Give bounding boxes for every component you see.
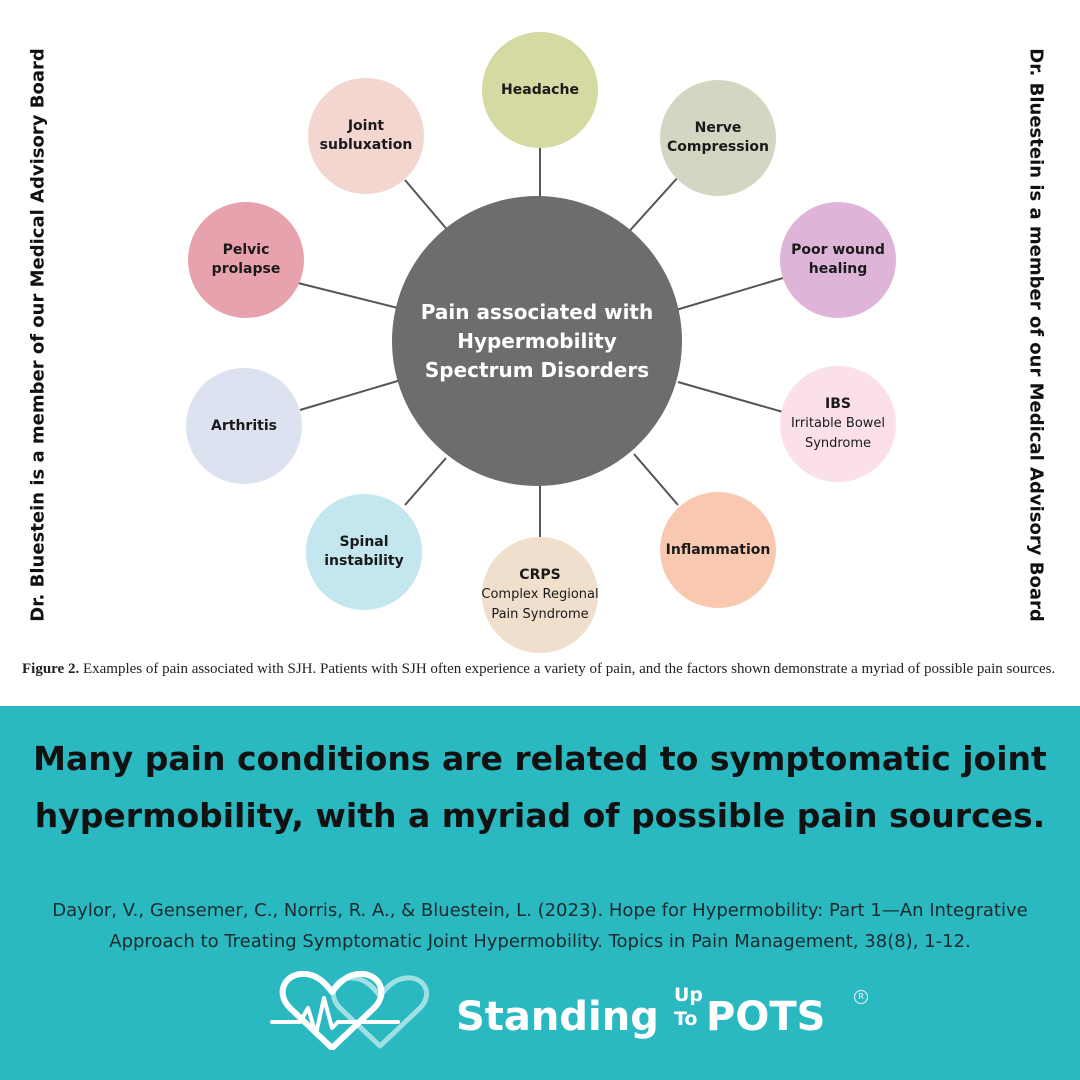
node-ibs: IBS Irritable Bowel Syndrome bbox=[780, 366, 896, 482]
registered-mark: R bbox=[854, 990, 868, 1004]
node-inflammation: Inflammation bbox=[660, 492, 776, 608]
node-poor-wound-healing: Poor wound healing bbox=[780, 202, 896, 318]
connector-arthritis bbox=[299, 379, 402, 411]
connector-spinal-instability bbox=[404, 457, 447, 506]
node-arthritis: Arthritis bbox=[186, 368, 302, 484]
citation: Daylor, V., Gensemer, C., Norris, R. A.,… bbox=[52, 900, 1028, 952]
connector-poor-wound-healing bbox=[675, 277, 784, 311]
node-crps: CRPS Complex Regional Pain Syndrome bbox=[481, 537, 599, 653]
node-headache: Headache bbox=[482, 32, 598, 148]
figure-caption: Figure 2. Examples of pain associated wi… bbox=[22, 661, 1056, 677]
node-nerve-compression: Nerve Compression bbox=[660, 80, 776, 196]
center-node: Pain associated with Hypermobility Spect… bbox=[392, 196, 682, 486]
heart-logo-icons bbox=[270, 970, 429, 1050]
node-spinal-instability: Spinal instability bbox=[306, 494, 422, 610]
connector-ibs bbox=[677, 381, 784, 413]
node-joint-subluxation: Joint subluxation bbox=[308, 78, 424, 194]
connector-inflammation bbox=[633, 453, 679, 506]
node-pelvic-prolapse: Pelvic prolapse bbox=[188, 202, 304, 318]
heart-pulse-icon bbox=[279, 970, 385, 1050]
connector-nerve-compression bbox=[624, 174, 681, 237]
logo: Standing Up To POTS R bbox=[270, 968, 890, 1050]
teal-band bbox=[0, 706, 1080, 1080]
connector-pelvic-prolapse bbox=[297, 282, 399, 309]
pulse-line bbox=[270, 996, 400, 1036]
connector-joint-subluxation bbox=[404, 179, 451, 234]
headline: Many pain conditions are related to symp… bbox=[33, 739, 1047, 835]
connector-lines bbox=[297, 144, 784, 537]
